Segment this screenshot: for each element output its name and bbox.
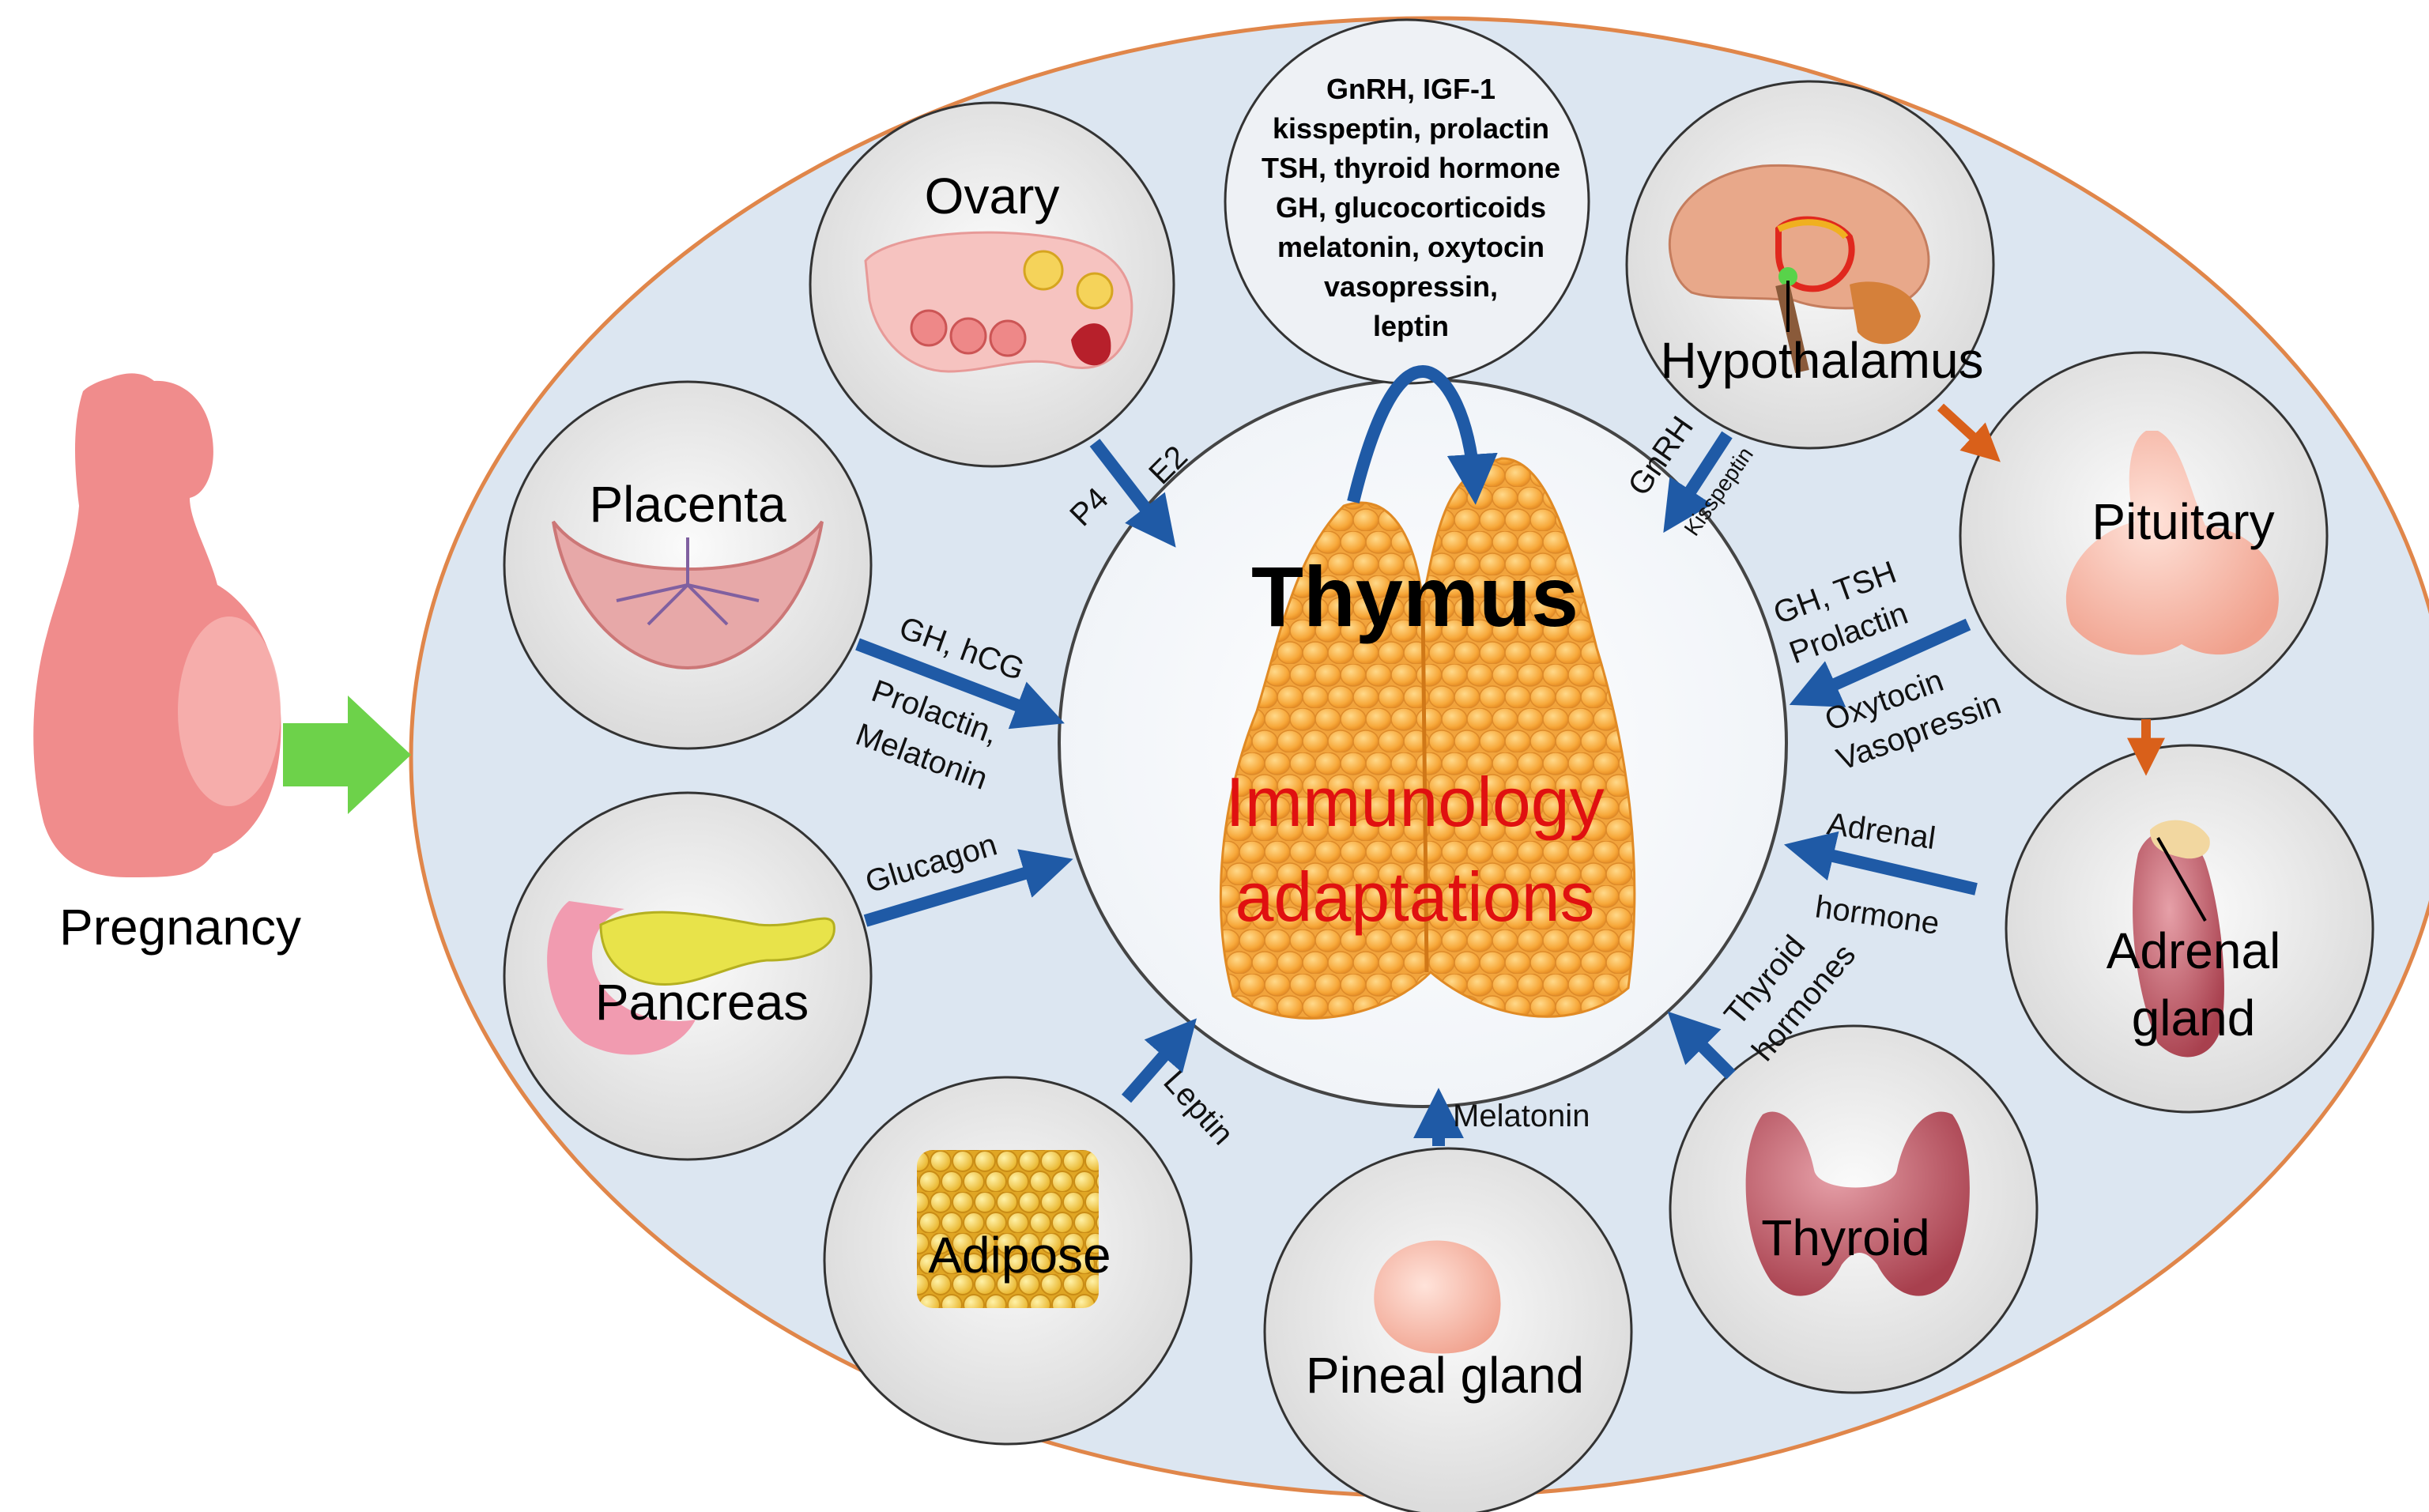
pituitary-arrow <box>1789 618 1971 707</box>
thyroid-label: Thyroid <box>1761 1209 1929 1266</box>
svg-text:GnRH, IGF-1: GnRH, IGF-1 <box>1326 73 1495 105</box>
pregnancy-arrow <box>283 696 411 814</box>
svg-text:vasopressin,: vasopressin, <box>1324 270 1498 303</box>
pancreas-label: Pancreas <box>595 974 809 1031</box>
ovary-arrow <box>1089 439 1176 548</box>
feedback-loop-arrow <box>1347 364 1498 505</box>
placenta-label: Placenta <box>589 476 786 533</box>
thymus-subtitle-line1: Immunology <box>1225 763 1604 841</box>
pancreas-node: Pancreas <box>503 791 873 1161</box>
svg-text:GH, glucocorticoids: GH, glucocorticoids <box>1276 191 1546 224</box>
adrenal-node: Adrenal gland <box>2005 744 2374 1114</box>
thyroid-icon <box>1745 1111 1970 1296</box>
womb-icon <box>178 616 281 806</box>
pineal-arrow-label: Melatonin <box>1453 1099 1590 1133</box>
placenta-node: Placenta <box>503 380 873 750</box>
hypothalamus-to-pituitary-arrow <box>1937 403 2001 462</box>
pituitary-node: Pituitary <box>1959 351 2329 721</box>
adipose-node: Adipose <box>823 1076 1193 1446</box>
svg-text:leptin: leptin <box>1373 310 1449 342</box>
svg-text:TSH, thyroid hormone: TSH, thyroid hormone <box>1262 152 1560 184</box>
svg-text:melatonin, oxytocin: melatonin, oxytocin <box>1277 231 1545 263</box>
adrenal-label-line2: gland <box>2132 990 2256 1046</box>
hypothalamus-node: Hypothalamus <box>1625 80 1995 450</box>
adipose-arrow <box>1121 1018 1197 1103</box>
pituitary-label: Pituitary <box>2091 493 2274 550</box>
pineal-gland-icon <box>1374 1240 1501 1354</box>
pancreas-icon <box>599 911 835 986</box>
placenta-icon <box>552 520 824 670</box>
kidney-icon <box>2133 831 2224 1058</box>
stomach-icon <box>547 901 696 1055</box>
ovary-node: Ovary <box>809 101 1175 468</box>
svg-text:kisspeptin, prolactin: kisspeptin, prolactin <box>1273 112 1549 145</box>
pituitary-icon <box>2065 431 2279 655</box>
pancreas-arrow <box>863 849 1073 927</box>
adrenal-arrow <box>1783 831 1978 896</box>
adrenal-label-line1: Adrenal <box>2107 922 2281 979</box>
adipose-icon <box>917 1150 1099 1308</box>
hypothalamus-label: Hypothalamus <box>1660 332 1983 389</box>
pregnancy-figure: Pregnancy <box>33 373 411 956</box>
pineal-label: Pineal gland <box>1306 1347 1584 1404</box>
thyroid-node: Thyroid <box>1669 1024 2039 1394</box>
thymus-subtitle-line2: adaptations <box>1235 858 1594 936</box>
brain-icon <box>1668 164 1930 310</box>
pregnancy-label: Pregnancy <box>59 899 301 956</box>
thymus-organ-icon <box>1219 457 1636 1020</box>
hypothalamus-arrow <box>1663 431 1733 534</box>
pineal-node: Pineal gland <box>1263 1147 1633 1512</box>
ovary-label: Ovary <box>925 168 1060 224</box>
placenta-arrow <box>855 638 1065 730</box>
thyroid-arrow <box>1667 1011 1736 1080</box>
hormone-list: GnRH, IGF-1 kisspeptin, prolactin TSH, t… <box>1262 73 1560 342</box>
thymus-title: Thymus <box>1251 549 1578 644</box>
adipose-label: Adipose <box>928 1227 1111 1284</box>
